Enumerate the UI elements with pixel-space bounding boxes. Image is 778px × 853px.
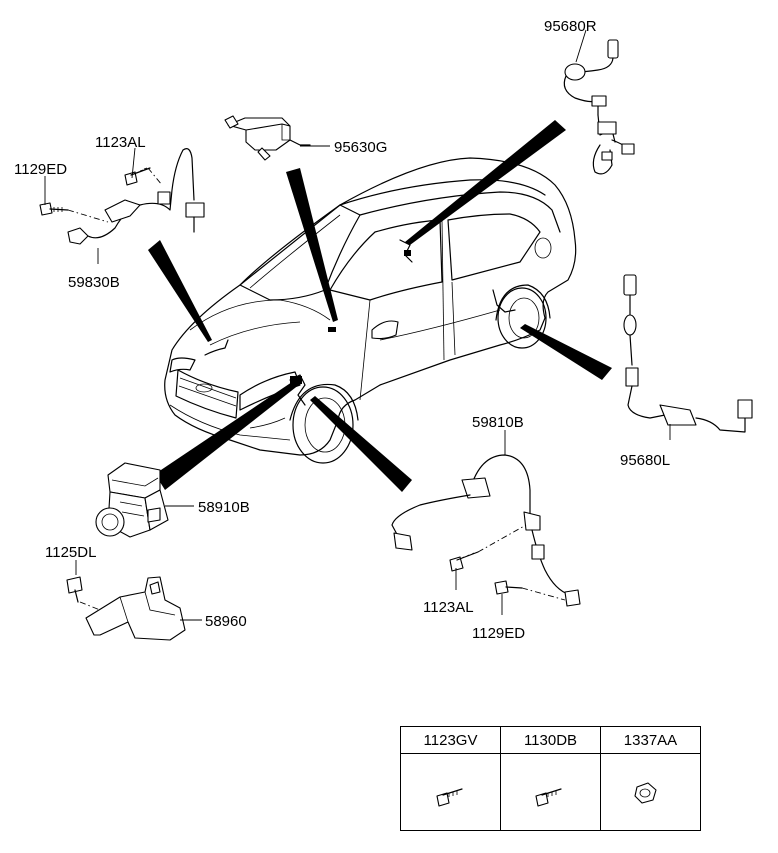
part-95680L: 95680L <box>620 274 753 469</box>
part-58960: 1125DL 58960 <box>45 544 247 641</box>
callout-1129ED-top: 1129ED <box>14 161 67 178</box>
parts-table-header-cell: 1130DB <box>500 726 601 754</box>
bolt-icon-cell <box>400 753 501 831</box>
callout-95680L: 95680L <box>620 452 670 469</box>
callout-59810B: 59810B <box>472 414 524 431</box>
callout-1125DL: 1125DL <box>45 544 96 561</box>
callout-1123AL-top: 1123AL <box>95 134 146 151</box>
callout-1123AL-bottom: 1123AL <box>423 599 474 616</box>
parts-table-header-cell: 1337AA <box>600 726 701 754</box>
nut-icon-cell <box>600 753 701 831</box>
callout-95630G: 95630G <box>334 139 387 156</box>
car-illustration <box>164 157 577 464</box>
callout-58960: 58960 <box>205 613 247 630</box>
part-95680R: 95680R <box>544 18 635 175</box>
parts-table-header-cell: 1123GV <box>400 726 501 754</box>
bolt-icon-cell <box>500 753 601 831</box>
callout-58910B: 58910B <box>198 499 250 516</box>
part-59810B: 59810B 1123AL 1129ED <box>391 414 581 642</box>
callout-95680R: 95680R <box>544 18 597 35</box>
parts-table-icon-row <box>400 753 701 831</box>
callout-wedges <box>148 120 612 492</box>
part-59830B: 1123AL 1129ED 59830B <box>14 134 205 291</box>
callout-59830B: 59830B <box>68 274 120 291</box>
parts-table: 1123GV 1130DB 1337AA <box>400 726 701 831</box>
callout-1129ED-bottom: 1129ED <box>472 625 525 642</box>
part-58910B: 58910B <box>95 462 250 538</box>
parts-table-header: 1123GV 1130DB 1337AA <box>400 726 701 754</box>
part-95630G: 95630G <box>224 115 387 161</box>
